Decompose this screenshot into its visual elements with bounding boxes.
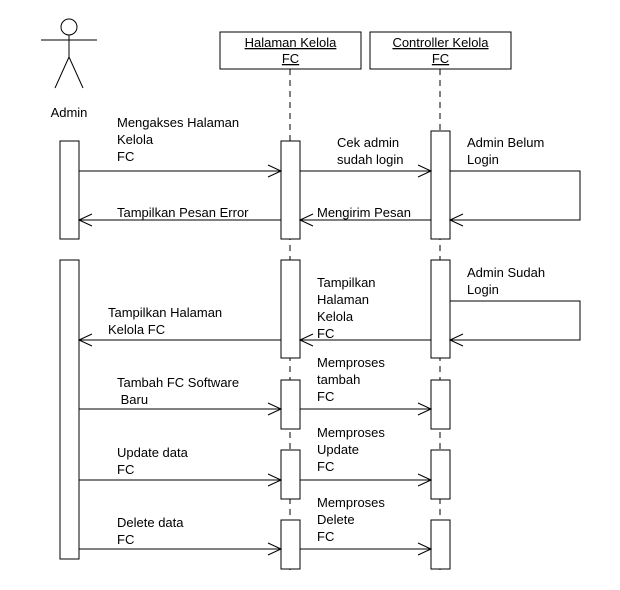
message-label-line: Admin Sudah: [467, 265, 545, 280]
message-label-line: FC: [317, 389, 334, 404]
message-label-line: FC: [117, 532, 134, 547]
message-label-line: Update: [317, 442, 359, 457]
arrow-head: [417, 164, 433, 178]
arrow-head: [267, 164, 283, 178]
message-update-data: Update data FC: [79, 445, 283, 487]
message-tambah-fc: Tambah FC Software Baru: [79, 375, 283, 416]
message-mengirim-pesan: Mengirim Pesan: [298, 205, 431, 227]
message-tampilkan-halaman-controller: Tampilkan Halaman Kelola FC: [298, 275, 431, 347]
message-memproses-delete: Memproses Delete FC: [300, 495, 433, 556]
participant-name-line1: Controller Kelola: [392, 35, 489, 50]
actor-right-leg: [68, 56, 84, 89]
activation-controller: [430, 130, 451, 240]
message-label-line: Tampilkan: [317, 275, 376, 290]
activation-admin: [59, 259, 80, 560]
activation-halaman: [280, 449, 301, 500]
message-label-line: Login: [467, 282, 499, 297]
activation-controller: [430, 519, 451, 570]
message-label-line: FC: [117, 149, 134, 164]
message-label-line: Login: [467, 152, 499, 167]
message-label-line: Admin Belum: [467, 135, 544, 150]
actor-left-leg: [54, 56, 70, 89]
arrow-head: [298, 333, 314, 347]
message-label-line: Cek admin: [337, 135, 399, 150]
message-label-line: sudah login: [337, 152, 404, 167]
message-label-line: FC: [317, 529, 334, 544]
message-arrow: [450, 170, 581, 221]
activation-controller: [430, 379, 451, 430]
actor-label: Admin: [51, 105, 88, 120]
message-admin-sudah-login: Admin Sudah Login: [448, 265, 581, 347]
activation-halaman: [280, 259, 301, 359]
activation-halaman: [280, 379, 301, 430]
message-label-line: Tampilkan Halaman: [108, 305, 222, 320]
message-label-line: Mengakses Halaman: [117, 115, 239, 130]
message-label-line: FC: [317, 326, 334, 341]
message-label-line: Tambah FC Software: [117, 375, 239, 390]
message-label-line: Update data: [117, 445, 189, 460]
message-label-line: Tampilkan Pesan Error: [117, 205, 249, 220]
participant-halaman-kelola-fc: Halaman Kelola FC: [219, 31, 362, 70]
message-label-line: Kelola: [317, 309, 354, 324]
arrow-head: [417, 402, 433, 416]
message-label-line: Baru: [117, 392, 148, 407]
activation-admin: [59, 140, 80, 240]
participant-box: [219, 31, 362, 70]
participant-name-line1: Halaman Kelola: [245, 35, 338, 50]
message-tampilkan-halaman-admin: Tampilkan Halaman Kelola FC: [77, 305, 281, 347]
message-label-line: Mengirim Pesan: [317, 205, 411, 220]
arrow-head: [267, 402, 283, 416]
message-label-line: Kelola: [117, 132, 154, 147]
message-label-line: tambah: [317, 372, 360, 387]
arrow-head: [77, 333, 93, 347]
message-delete-data: Delete data FC: [79, 515, 283, 556]
arrow-head: [267, 542, 283, 556]
arrow-head: [417, 473, 433, 487]
message-label-line: FC: [117, 462, 134, 477]
arrow-head: [448, 333, 464, 347]
message-cek-admin: Cek admin sudah login: [300, 135, 433, 178]
arrow-head: [417, 542, 433, 556]
activation-controller: [430, 449, 451, 500]
participant-box: [369, 31, 512, 70]
participant-name-line2: FC: [282, 51, 299, 66]
message-admin-belum-login: Admin Belum Login: [448, 135, 581, 227]
arrow-head: [448, 213, 464, 227]
message-mengakses-halaman: Mengakses Halaman Kelola FC: [79, 115, 283, 178]
message-memproses-update: Memproses Update FC: [300, 425, 433, 487]
message-label-line: Kelola FC: [108, 322, 165, 337]
actor-head: [60, 18, 78, 36]
arrow-head: [77, 213, 93, 227]
message-label-line: Memproses: [317, 495, 385, 510]
arrow-head: [298, 213, 314, 227]
message-memproses-tambah: Memproses tambah FC: [300, 355, 433, 416]
message-label-line: Delete: [317, 512, 355, 527]
activation-halaman: [280, 140, 301, 240]
activation-controller: [430, 259, 451, 359]
participant-controller-kelola-fc: Controller Kelola FC: [369, 31, 512, 70]
participant-name-line2: FC: [432, 51, 449, 66]
activation-halaman: [280, 519, 301, 570]
actor-admin: Admin: [41, 18, 97, 120]
message-label-line: Memproses: [317, 355, 385, 370]
message-arrow: [450, 300, 581, 341]
message-tampilkan-pesan-error: Tampilkan Pesan Error: [77, 205, 281, 227]
arrow-head: [267, 473, 283, 487]
message-label-line: FC: [317, 459, 334, 474]
message-label-line: Halaman: [317, 292, 369, 307]
message-label-line: Delete data: [117, 515, 184, 530]
message-label-line: Memproses: [317, 425, 385, 440]
